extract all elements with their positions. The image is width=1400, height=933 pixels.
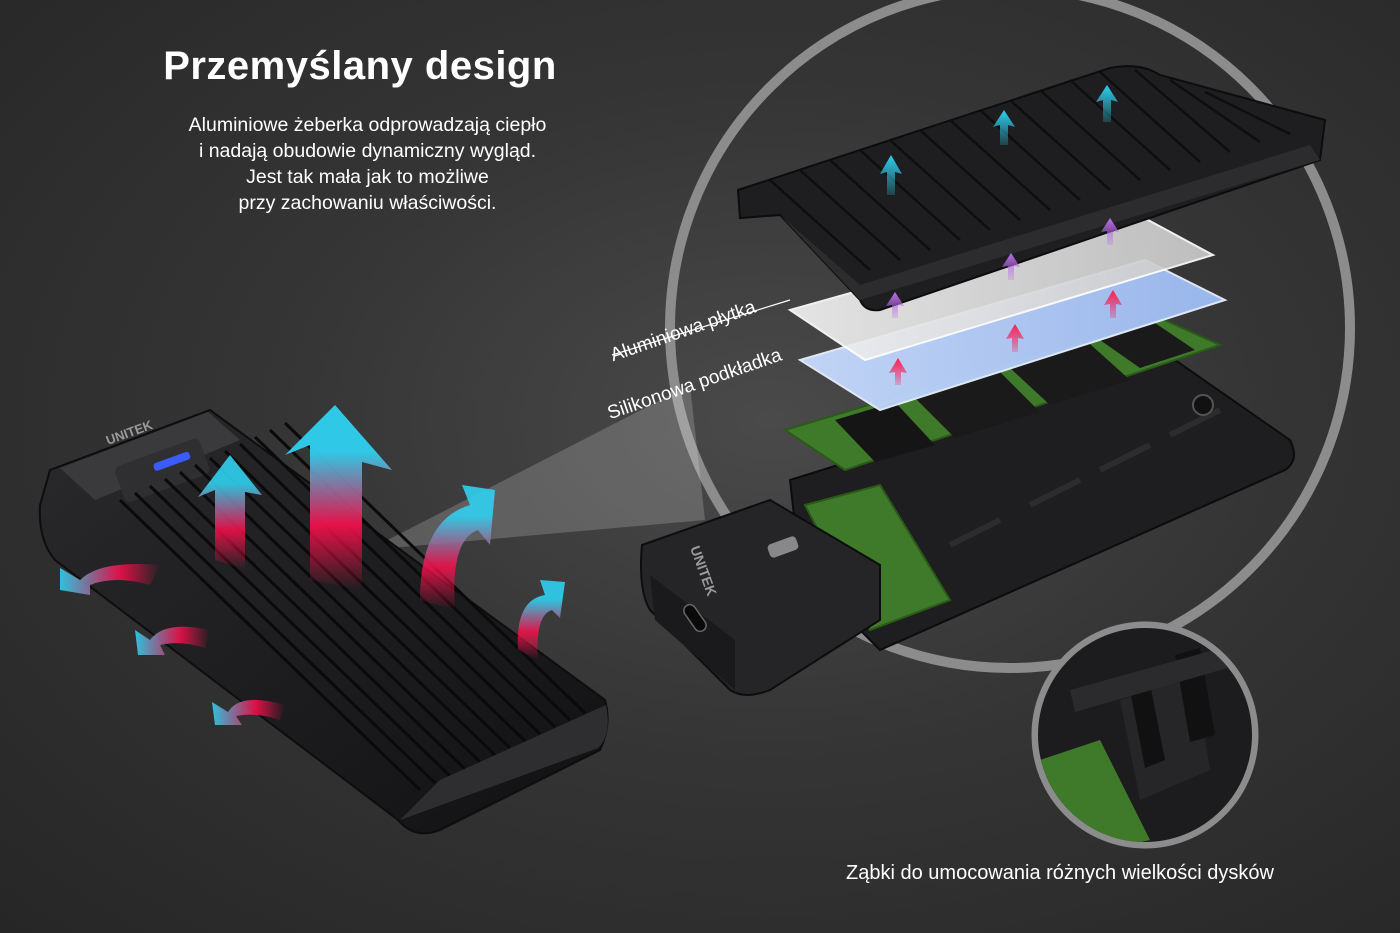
enclosure-left: UNITEK (38, 408, 609, 835)
zoom-detail (1031, 621, 1259, 849)
description-line: przy zachowaniu właściwości. (238, 192, 497, 214)
heat-flow-arrows-left (60, 405, 565, 725)
description-line: Aluminiowe żeberka odprowadzają ciepło (188, 114, 547, 136)
exploded-view: UNITEK (640, 65, 1327, 696)
callout-beam (368, 385, 705, 550)
usb-c-port (683, 603, 707, 633)
detail-circle (665, 0, 1355, 673)
page-title: Przemyślany design (163, 44, 557, 88)
heat-flow-arrows-exploded (880, 85, 1122, 385)
usb-c-cap: UNITEK (640, 498, 881, 696)
heatsink-cover (736, 65, 1327, 312)
description-line: i nadają obudowie dynamiczny wygląd. (198, 140, 537, 162)
description: Aluminiowe żeberka odprowadzają ciepło i… (100, 112, 635, 216)
status-led (153, 451, 191, 471)
description-line: Jest tak mała jak to możliwe (246, 166, 489, 188)
label-leader-line (611, 299, 791, 356)
teeth-caption: Ząbki do umocowania różnych wielkości dy… (846, 862, 1274, 884)
